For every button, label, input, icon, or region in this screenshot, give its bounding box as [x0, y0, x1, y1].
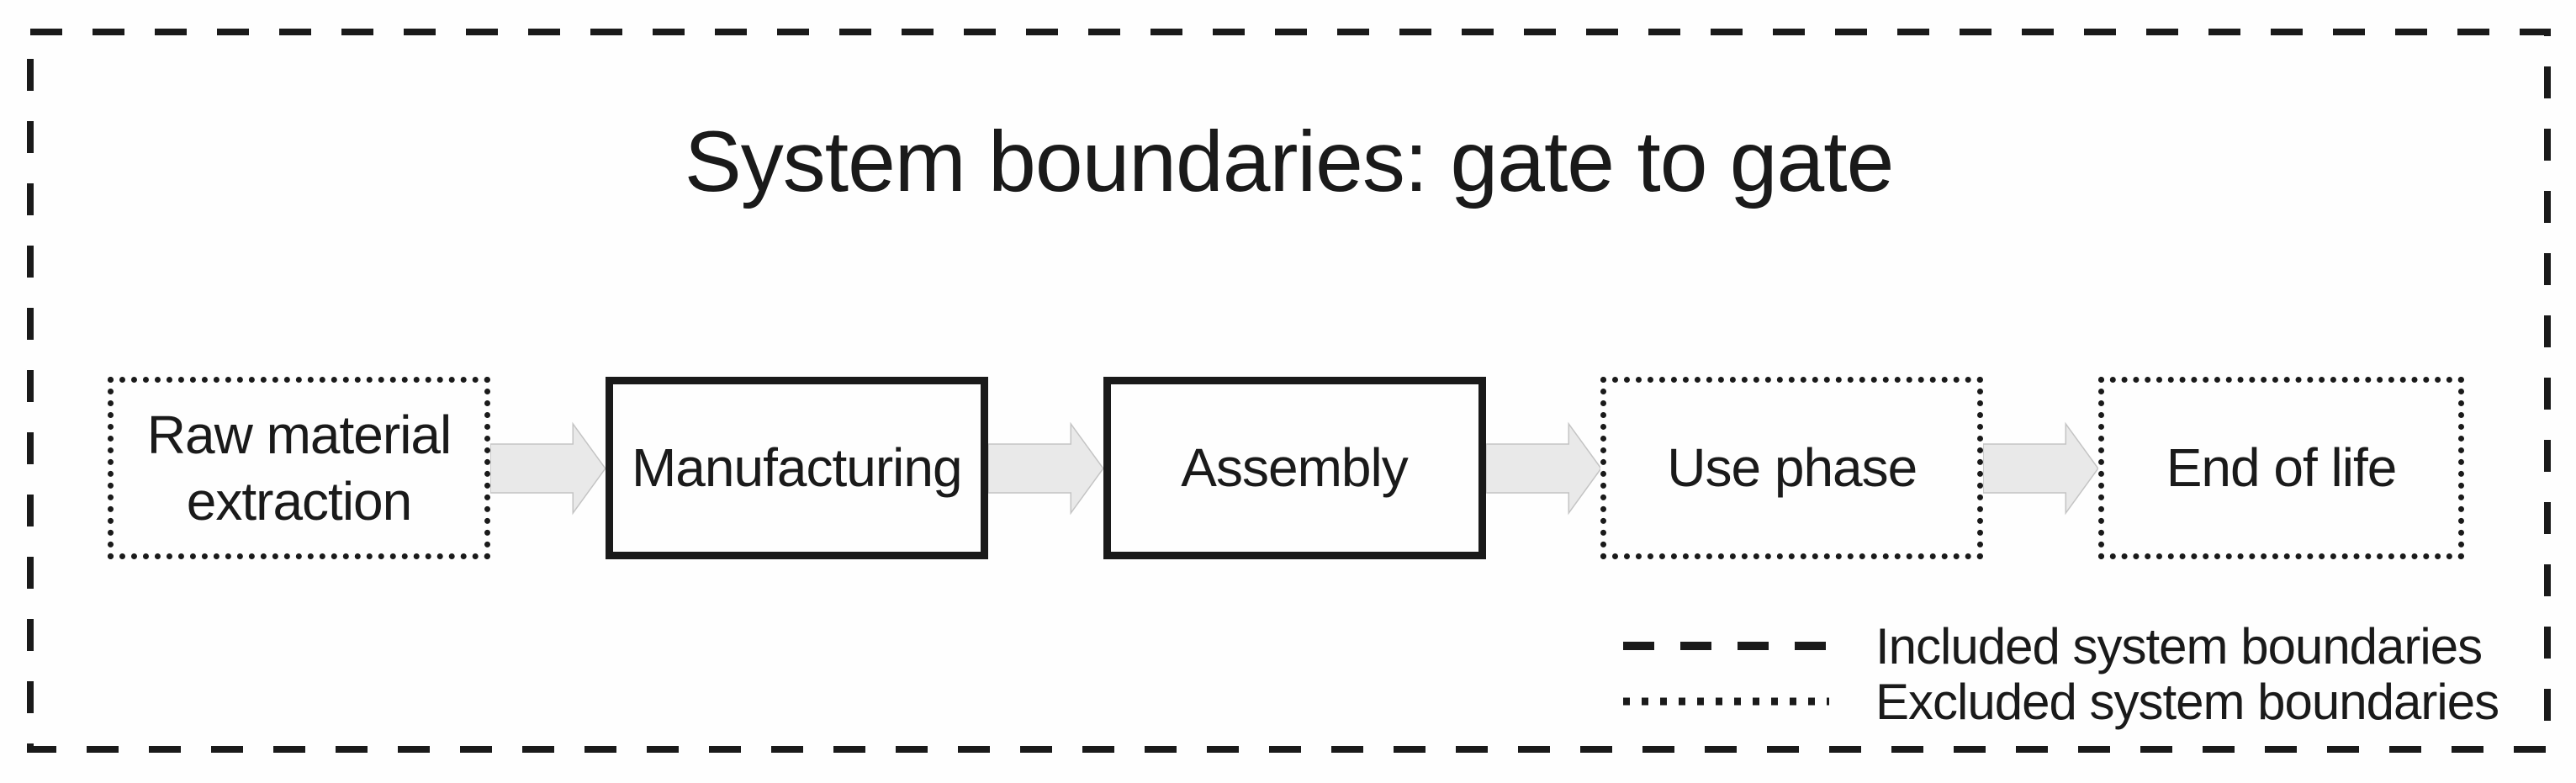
dashed-line-sample — [1623, 642, 1829, 650]
stage-use-phase: Use phase — [1600, 377, 1984, 559]
flow-arrow-icon — [987, 377, 1103, 559]
dotted-line-sample — [1623, 697, 1829, 706]
flow-arrow-icon — [490, 377, 606, 559]
stage-raw-material-extraction: Raw material extraction — [108, 377, 490, 559]
legend-label: Excluded system boundaries — [1875, 673, 2499, 730]
legend-item-excluded: Excluded system boundaries — [1623, 673, 2499, 730]
legend-item-included: Included system boundaries — [1623, 617, 2499, 675]
stage-assembly: Assembly — [1103, 377, 1486, 559]
stage-label: Assembly — [1181, 437, 1408, 499]
legend: Included system boundaries Excluded syst… — [1623, 617, 2499, 730]
legend-label: Included system boundaries — [1875, 617, 2483, 675]
stage-label: Use phase — [1667, 437, 1917, 499]
flow-arrow-icon — [1485, 377, 1601, 559]
stage-label: End of life — [2166, 437, 2398, 499]
diagram-title: System boundaries: gate to gate — [684, 114, 1895, 209]
stage-label: Manufacturing — [631, 437, 963, 499]
stage-end-of-life: End of life — [2098, 377, 2464, 559]
stage-label: Raw material extraction — [146, 405, 452, 532]
stage-manufacturing: Manufacturing — [605, 377, 988, 559]
process-flow-row: Raw material extraction Manufacturing As… — [108, 377, 2464, 559]
flow-arrow-icon — [1983, 377, 2098, 559]
